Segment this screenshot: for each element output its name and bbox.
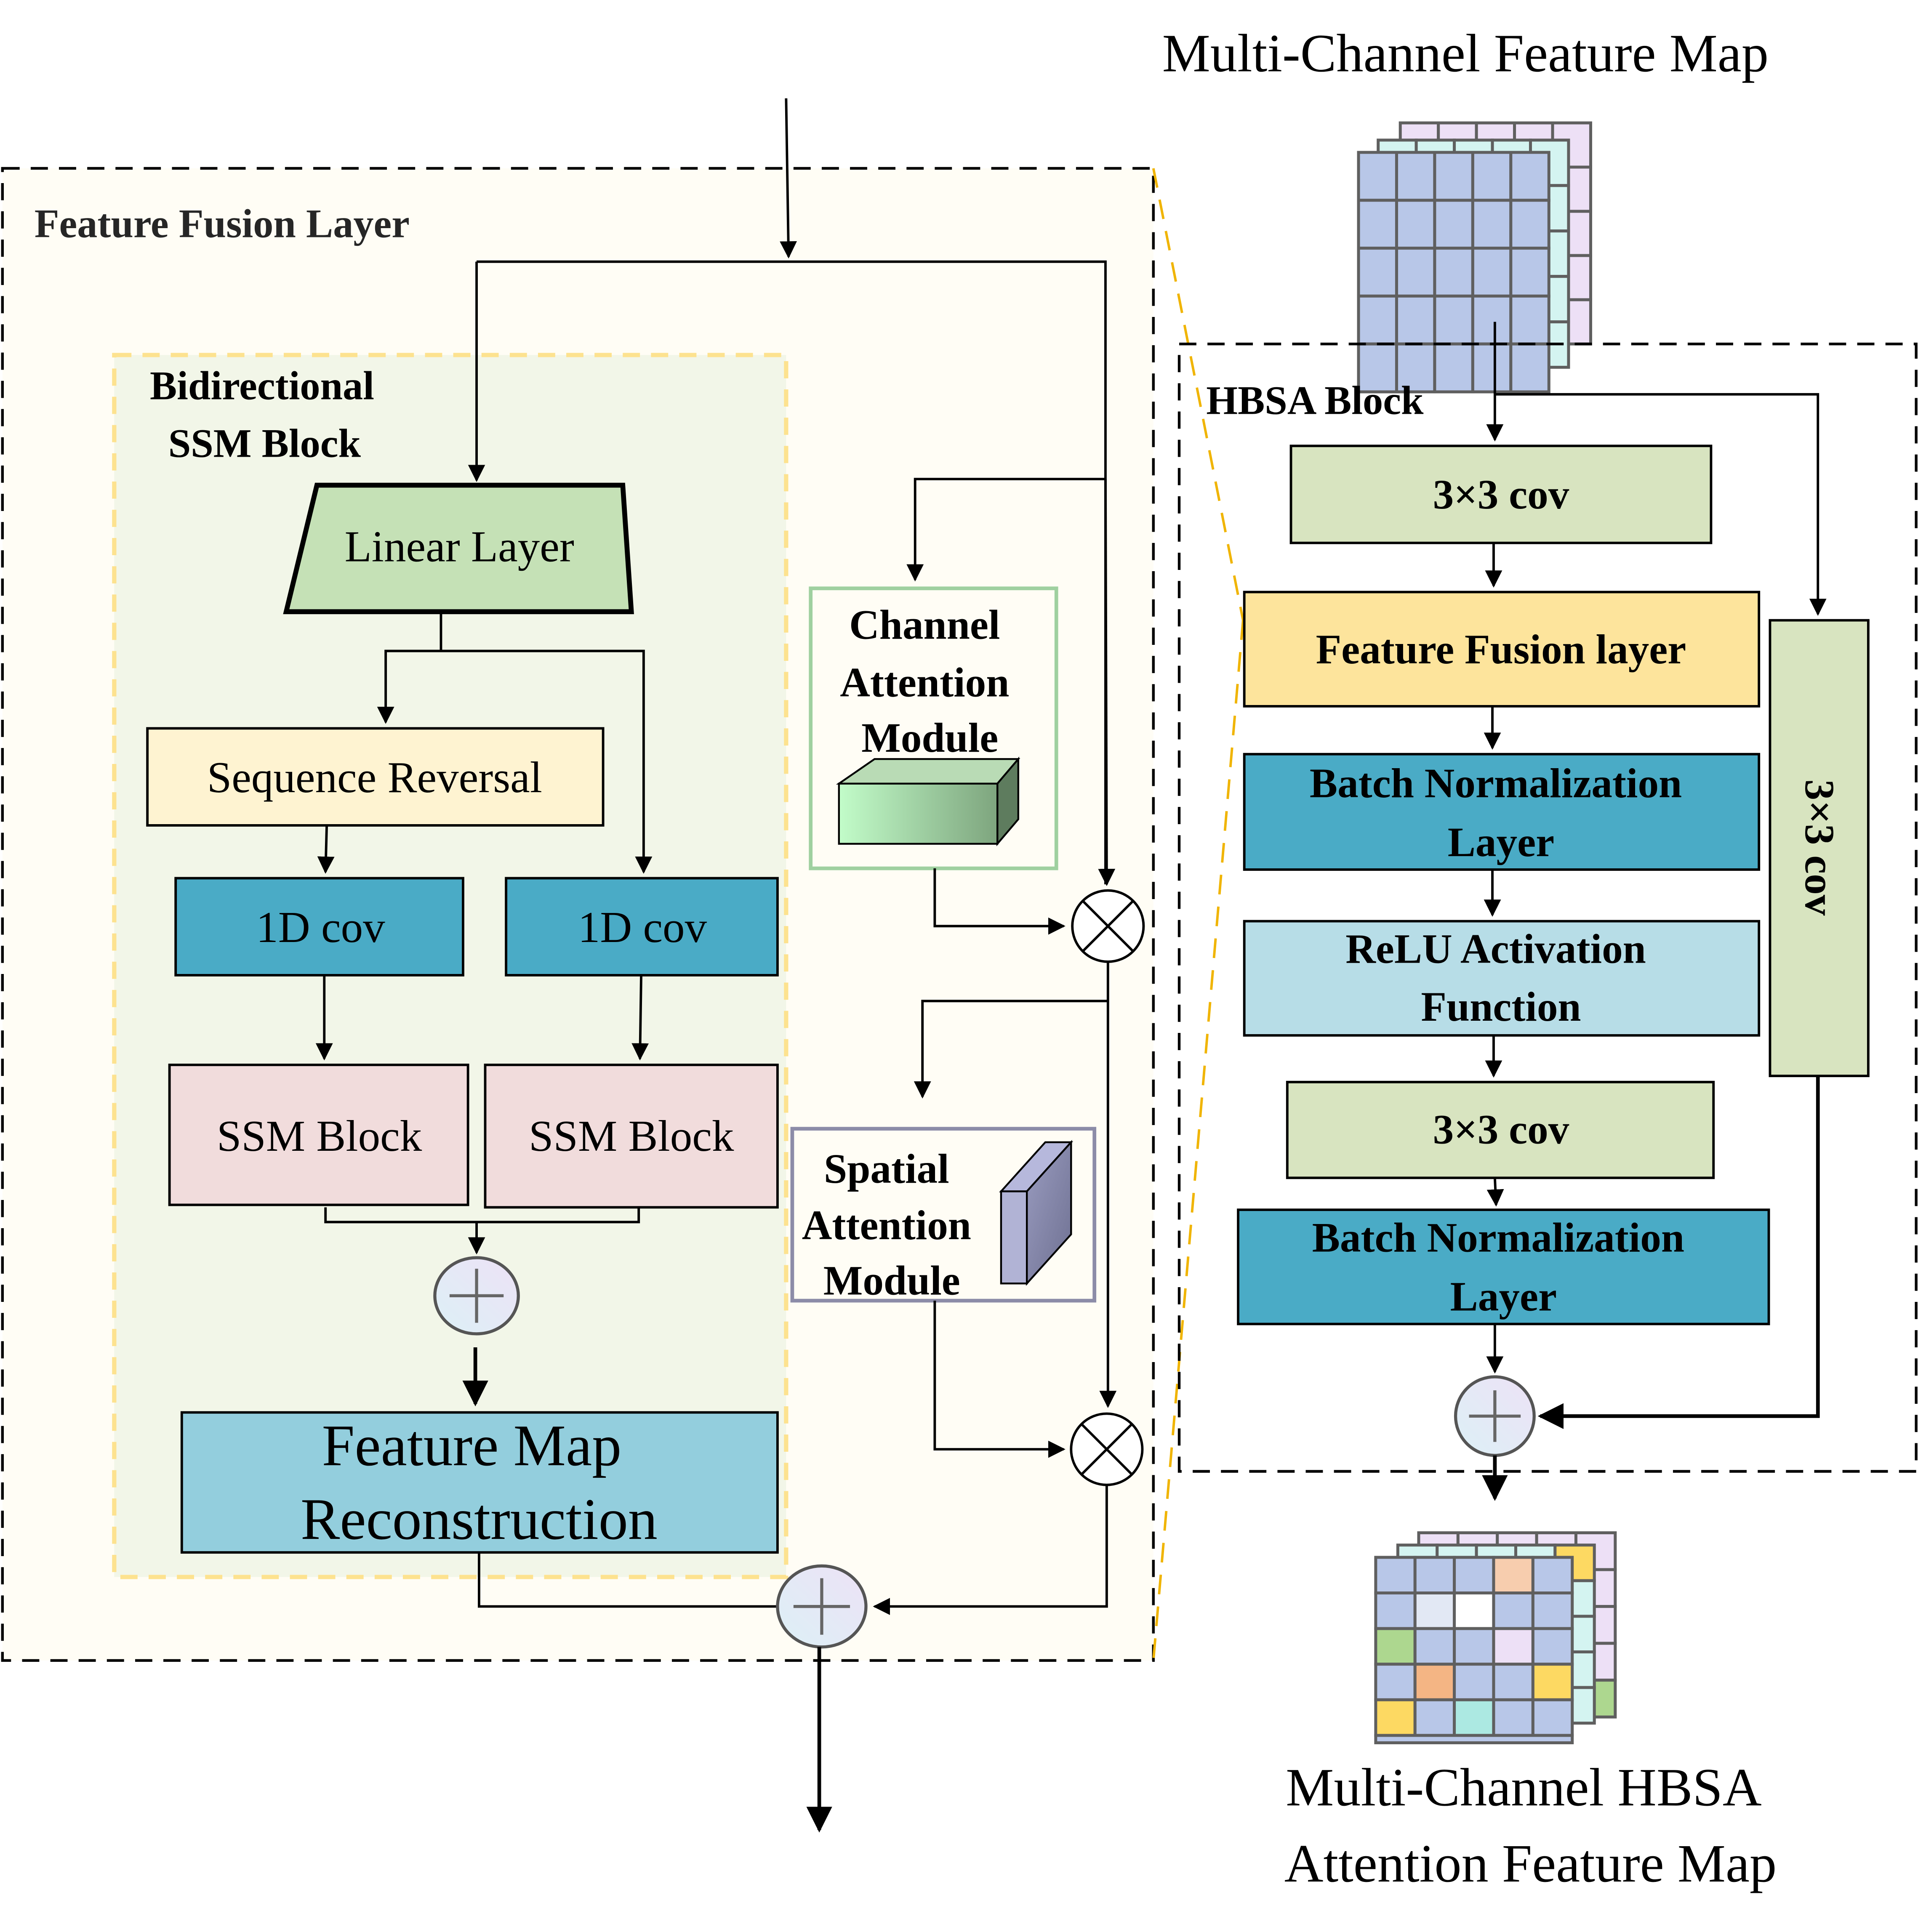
svg-text:3×3 cov: 3×3 cov: [1433, 472, 1569, 518]
feature-map-cell: [1492, 1663, 1534, 1701]
feature-map-cell: [1453, 1698, 1495, 1737]
output-feature-map-title: Multi-Channel HBSA Attention Feature Map: [1284, 1757, 1777, 1893]
svg-text:1D cov: 1D cov: [256, 902, 385, 952]
multiply-icon: [1071, 889, 1145, 963]
svg-text:3×3 cov: 3×3 cov: [1796, 780, 1842, 916]
batch-normalization-layer-2[interactable]: Batch Normalization Layer: [1237, 1208, 1770, 1325]
add-icon: [433, 1256, 520, 1336]
feature-map-cell: [1395, 294, 1436, 346]
add-icon: [1454, 1375, 1536, 1457]
feature-map-cell: [1471, 199, 1513, 250]
add-icon: [776, 1564, 868, 1649]
feature-map-cell: [1357, 247, 1398, 298]
feature-fusion-layer-label: Feature Fusion Layer: [35, 201, 410, 246]
feature-map-cell: [1531, 1663, 1574, 1701]
feature-map-cell: [1471, 247, 1513, 298]
feature-map-cell: [1471, 294, 1513, 346]
feature-map-cell: [1531, 1627, 1574, 1666]
feature-map-cell: [1357, 199, 1398, 250]
svg-text:SSM Block: SSM Block: [529, 1111, 734, 1160]
svg-text:SSM Block: SSM Block: [217, 1111, 422, 1160]
feature-map-reconstruction[interactable]: Feature Map Reconstruction: [180, 1411, 779, 1554]
feature-map-cell: [1509, 342, 1550, 394]
feature-map-cell: [1509, 199, 1550, 250]
feature-map-cell: [1395, 199, 1436, 250]
feature-map-cell: [1509, 247, 1550, 298]
feature-map-cell: [1492, 1698, 1534, 1737]
hbsa-block-container: [1177, 342, 1918, 1473]
feature-map-cell: [1509, 294, 1550, 346]
svg-text:3×3 cov: 3×3 cov: [1433, 1107, 1569, 1153]
hbsa-block-label: HBSA Block: [1206, 378, 1424, 423]
spatial-attention-module[interactable]: Spatial Attention Module: [790, 1127, 1097, 1304]
feature-map-cell: [1531, 1698, 1574, 1737]
sequence-reversal[interactable]: Sequence Reversal: [146, 727, 605, 827]
feature-map-cell: [1413, 1698, 1456, 1737]
ssm-block-right[interactable]: SSM Block: [484, 1063, 779, 1209]
svg-text:ReLU Activation Function: ReLU Activation Function: [1345, 926, 1656, 1030]
feature-map-cell: [1433, 342, 1474, 394]
conv3x3-top[interactable]: 3×3 cov: [1289, 444, 1713, 544]
feature-map-cell: [1433, 247, 1474, 298]
conv3x3-middle[interactable]: 3×3 cov: [1286, 1080, 1715, 1179]
feature-map-cell: [1453, 1556, 1495, 1595]
spatial-slab-icon: [999, 1139, 1074, 1286]
feature-map-cell: [1395, 151, 1436, 202]
conv1d-right[interactable]: 1D cov: [505, 877, 779, 977]
svg-text:Feature Map Reconstructi: Feature Map Reconstruction: [301, 1413, 658, 1552]
svg-text:Spatial Attention: Spatial Attention Module: [802, 1146, 982, 1304]
input-feature-map-title: Multi-Channel Feature Map: [1162, 23, 1769, 83]
feature-map-cell: [1492, 1556, 1534, 1595]
batch-normalization-layer-1[interactable]: Batch Normalization Layer: [1243, 753, 1761, 871]
feature-map-cell: [1433, 199, 1474, 250]
feature-map-cell: [1374, 1663, 1417, 1701]
feature-map-cell: [1413, 1556, 1456, 1595]
feature-map-cell: [1453, 1627, 1495, 1666]
feature-fusion-layer-block[interactable]: Feature Fusion layer: [1243, 591, 1761, 708]
feature-map-cell: [1413, 1663, 1456, 1701]
svg-text:Sequence Reversal: Sequence Reversal: [207, 753, 542, 802]
feature-map-cell: [1374, 1591, 1417, 1630]
feature-map-cell: [1413, 1627, 1456, 1666]
feature-map-cell: [1453, 1591, 1495, 1630]
feature-map-cell: [1433, 294, 1474, 346]
channel-cube-icon: [836, 756, 1020, 846]
svg-text:Batch Normalization Laye: Batch Normalization Layer: [1310, 761, 1692, 865]
feature-map-cell: [1531, 1556, 1574, 1595]
feature-map-cell: [1395, 247, 1436, 298]
input-feature-map-icon: [1357, 121, 1592, 394]
feature-map-cell: [1374, 1698, 1417, 1737]
ssm-block-left[interactable]: SSM Block: [168, 1063, 469, 1206]
output-feature-map-icon: [1374, 1531, 1617, 1744]
feature-map-base: [1374, 1734, 1574, 1744]
feature-map-cell: [1509, 151, 1550, 202]
feature-map-cell: [1492, 1627, 1534, 1666]
multiply-icon: [1070, 1412, 1144, 1486]
svg-text:Linear Layer: Linear Layer: [345, 522, 574, 571]
feature-map-cell: [1357, 294, 1398, 346]
feature-map-cell: [1374, 1627, 1417, 1666]
svg-text:Feature Fusion layer: Feature Fusion layer: [1316, 627, 1686, 673]
svg-text:Channel Attention: Channel Attention Module: [840, 602, 1020, 761]
feature-map-cell: [1471, 342, 1513, 394]
channel-attention-module[interactable]: Channel Attention Module: [809, 586, 1058, 870]
feature-map-cell: [1413, 1591, 1456, 1630]
feature-map-cell: [1374, 1556, 1417, 1595]
feature-map-cell: [1471, 151, 1513, 202]
conv3x3-side[interactable]: 3×3 cov: [1769, 619, 1870, 1078]
conv1d-left[interactable]: 1D cov: [174, 877, 464, 977]
bidirectional-ssm-label: Bidirectional SSM Block: [150, 363, 384, 466]
feature-map-cell: [1453, 1663, 1495, 1701]
linear-layer[interactable]: Linear Layer: [283, 482, 634, 615]
svg-text:Batch Normalization Laye: Batch Normalization Layer: [1312, 1215, 1695, 1320]
svg-text:1D cov: 1D cov: [578, 902, 707, 952]
relu-activation-function[interactable]: ReLU Activation Function: [1243, 920, 1761, 1037]
feature-map-cell: [1357, 151, 1398, 202]
feature-map-cell: [1531, 1591, 1574, 1630]
feature-map-cell: [1433, 151, 1474, 202]
feature-map-cell: [1492, 1591, 1534, 1630]
